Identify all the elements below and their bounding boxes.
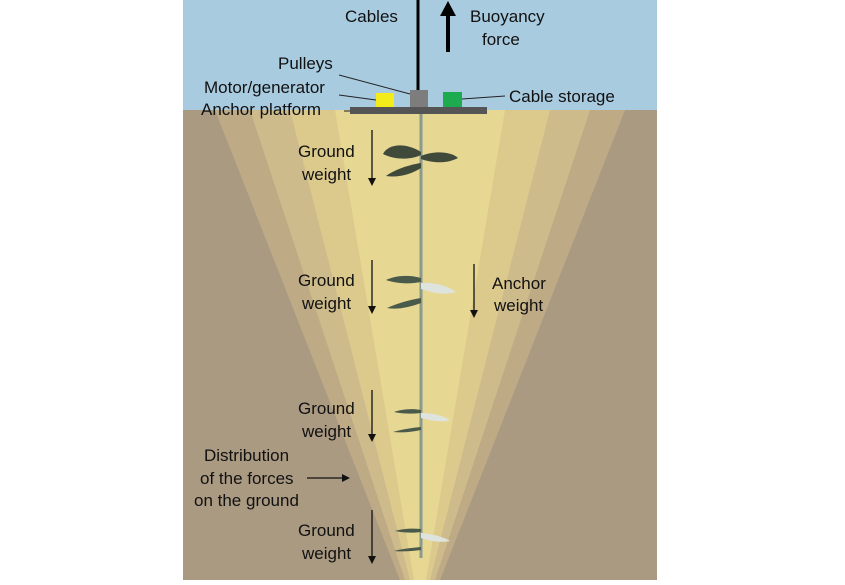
distribution-arrow — [307, 474, 350, 482]
ground-weight-label-1-line2: weight — [301, 165, 351, 184]
helix-blade-2 — [386, 275, 456, 309]
ground-weight-label-4-line2: weight — [301, 544, 351, 563]
distribution-label-line1: Distribution — [204, 446, 289, 465]
ground-weight-label-3-line2: weight — [301, 422, 351, 441]
motor-generator-box — [376, 93, 394, 107]
anchor-platform-label: Anchor platform — [201, 100, 321, 119]
anchor-platform — [350, 107, 487, 114]
ground-weight-label-3-line1: Ground — [298, 399, 355, 418]
helix-blade-4 — [394, 528, 450, 552]
buoyancy-arrow — [440, 1, 456, 52]
ground-weight-label-1-line1: Ground — [298, 142, 355, 161]
buoyancy-label-line2: force — [482, 30, 520, 49]
pulley-box — [410, 90, 428, 107]
anchor-weight-label-line1: Anchor — [492, 274, 546, 293]
anchor-weight-arrow — [470, 264, 478, 318]
buoyancy-label-line1: Buoyancy — [470, 7, 545, 26]
cable-storage-label: Cable storage — [509, 87, 615, 106]
leader-lines — [338, 74, 506, 112]
pulleys-label: Pulleys — [278, 54, 333, 73]
helix-blade-3 — [393, 409, 450, 433]
cables-label: Cables — [345, 7, 398, 26]
ground-weight-arrow-1 — [368, 130, 376, 186]
cable-storage-box — [443, 92, 462, 107]
distribution-label-line2: of the forces — [200, 469, 294, 488]
ground-weight-arrow-3 — [368, 390, 376, 442]
ground-weight-label-2-line2: weight — [301, 294, 351, 313]
ground-weight-arrow-2 — [368, 260, 376, 314]
distribution-label-line3: on the ground — [194, 491, 299, 510]
ground-weight-label-4-line1: Ground — [298, 521, 355, 540]
anchor-weight-label-line2: weight — [493, 296, 543, 315]
ground-weight-label-2-line1: Ground — [298, 271, 355, 290]
ground-weight-arrow-4 — [368, 510, 376, 564]
motor-generator-label: Motor/generator — [204, 78, 325, 97]
helix-blade-1 — [383, 145, 458, 177]
